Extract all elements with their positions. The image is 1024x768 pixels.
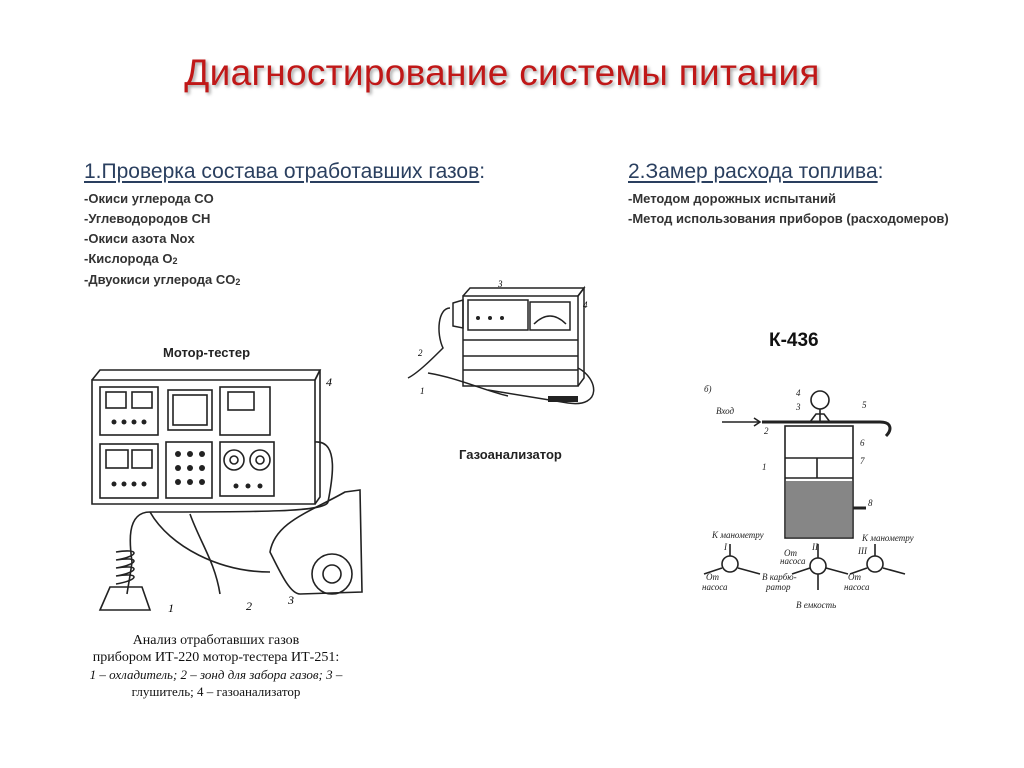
section1-list: -Окиси углерода CO -Углеводородов CH -Ок… bbox=[84, 189, 240, 291]
pump-label: насоса bbox=[780, 556, 806, 566]
carb-label: ратор bbox=[765, 582, 791, 592]
callout-label: 3 bbox=[287, 593, 294, 607]
cooler-base bbox=[98, 586, 152, 611]
fuel-level bbox=[786, 481, 852, 537]
callout-label: 4 bbox=[583, 300, 588, 310]
callout-label: 8 bbox=[868, 498, 873, 508]
manometer-label: К манометру bbox=[861, 533, 914, 543]
callout-label: 4 bbox=[326, 375, 332, 389]
callout-label: 2 bbox=[246, 599, 252, 613]
flowmeter-tank bbox=[784, 425, 854, 539]
callout-label: 1 bbox=[168, 601, 174, 615]
list-item: -Двуокиси углерода CO2 bbox=[84, 272, 241, 287]
gas-analyzer-caption: Газоанализатор bbox=[459, 447, 562, 462]
list-item: -Углеводородов CH bbox=[84, 211, 211, 226]
roman-label: II bbox=[811, 542, 819, 552]
section1-heading-colon: : bbox=[479, 160, 486, 183]
analyzer-gauge bbox=[529, 301, 571, 331]
callout-label: 7 bbox=[860, 456, 865, 466]
pressure-gauge bbox=[810, 390, 830, 410]
list-item: -Окиси азота Nox bbox=[84, 231, 195, 246]
callout-label: 2 bbox=[764, 426, 769, 436]
gas-analyzer-drawing: 3 4 2 1 bbox=[407, 279, 595, 405]
pump-label: От bbox=[784, 548, 797, 558]
manometer-label: К манометру bbox=[711, 530, 764, 540]
callout-label: 3 bbox=[795, 402, 801, 412]
callout-label: 6 bbox=[860, 438, 865, 448]
section2-heading-colon: : bbox=[877, 160, 884, 183]
slide-title: Диагностирование системы питания bbox=[184, 52, 820, 93]
section1-heading: 1.Проверка состава отработавших газов: bbox=[84, 160, 485, 184]
motor-tester-caption: Мотор-тестер bbox=[163, 345, 251, 360]
tank-label: В емкость bbox=[796, 600, 836, 610]
list-item: -Метод использования приборов (расходоме… bbox=[628, 211, 949, 226]
section2-heading-text: 2.Замер расхода топлива bbox=[628, 160, 878, 183]
roman-label: I bbox=[723, 542, 728, 552]
oscilloscope-screen bbox=[167, 389, 213, 431]
figure-caption-line: прибором ИТ-220 мотор-тестера ИТ-251: bbox=[92, 650, 340, 665]
callout-label: 4 bbox=[796, 388, 801, 398]
pump-label: От bbox=[706, 572, 719, 582]
pump-label: От bbox=[848, 572, 861, 582]
callout-label: 5 bbox=[862, 400, 867, 410]
motor-tester-figure-caption: Анализ отработавших газов прибором ИТ-22… bbox=[76, 632, 356, 700]
callout-label: 3 bbox=[497, 279, 503, 289]
list-item: -Окиси углерода CO bbox=[84, 191, 214, 206]
figure-caption-line: Анализ отработавших газов bbox=[132, 633, 300, 648]
pump-label: насоса bbox=[702, 582, 728, 592]
callout-label: 2 bbox=[418, 348, 423, 358]
section2-heading: 2.Замер расхода топлива: bbox=[628, 160, 883, 184]
pump-label: насоса bbox=[844, 582, 870, 592]
section2-list: -Методом дорожных испытаний -Метод испол… bbox=[628, 189, 949, 229]
meter-panel bbox=[99, 386, 159, 436]
k436-caption: К-436 bbox=[769, 330, 819, 351]
car-body bbox=[269, 489, 363, 595]
carb-label: В карбю- bbox=[762, 572, 797, 582]
list-item: -Методом дорожных испытаний bbox=[628, 191, 836, 206]
figure-caption-line: 1 – охладитель; 2 – зонд для забора газо… bbox=[89, 667, 343, 682]
figure-caption-line: глушитель; 4 – газоанализатор bbox=[131, 684, 301, 699]
inlet-label: Вход bbox=[716, 406, 735, 416]
gas-meter-panel bbox=[219, 386, 271, 436]
figure-label: б) bbox=[704, 384, 712, 394]
list-item: -Кислорода O2 bbox=[84, 251, 178, 266]
motor-tester-drawing: 4 1 2 3 bbox=[91, 369, 363, 615]
analyzer-body bbox=[462, 295, 579, 387]
k436-drawing: б) Вход 4 3 5 2 6 1 7 8 К манометру К ма… bbox=[702, 384, 914, 610]
callout-label: 1 bbox=[762, 462, 767, 472]
roman-label: III bbox=[857, 546, 868, 556]
callout-label: 1 bbox=[420, 386, 425, 396]
section1-heading-text: 1.Проверка состава отработавших газов bbox=[84, 160, 480, 183]
